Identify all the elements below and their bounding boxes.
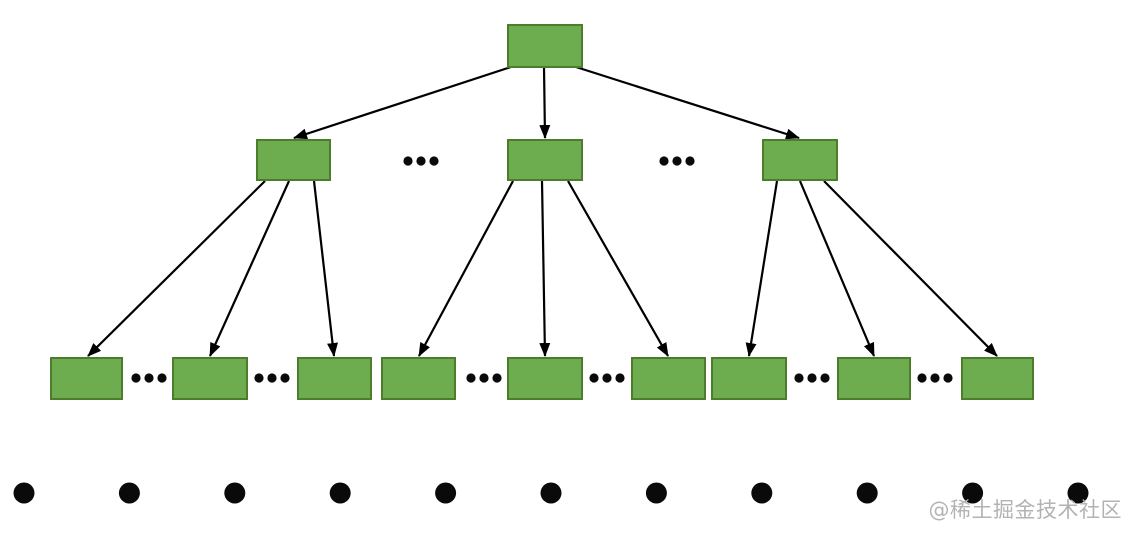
sibling-ellipsis-dot-6 xyxy=(602,373,612,383)
bottom-level-dot-7 xyxy=(645,482,667,504)
tree-node-internal-left xyxy=(256,139,331,181)
sibling-ellipsis-dot-4 xyxy=(254,373,264,383)
sibling-ellipsis-dot-2 xyxy=(659,156,669,166)
sibling-ellipsis-dot-6 xyxy=(615,373,625,383)
watermark: @稀土掘金技术社区 xyxy=(928,498,1122,522)
tree-node-internal-mid xyxy=(507,139,583,181)
sibling-ellipsis-dot-7 xyxy=(807,373,817,383)
nodes-layer xyxy=(50,24,1034,400)
tree-edge-2 xyxy=(539,66,551,139)
tree-edge-6 xyxy=(312,180,338,357)
bottom-level-dot-6 xyxy=(540,482,562,504)
edges-layer xyxy=(87,65,998,357)
sibling-ellipsis-dot-5 xyxy=(492,373,502,383)
tree-node-root xyxy=(507,24,583,68)
tree-edge-8 xyxy=(539,180,551,357)
bottom-level-dot-11 xyxy=(1067,482,1089,504)
tree-node-leaf-3 xyxy=(297,357,372,400)
sibling-ellipsis-dot-3 xyxy=(131,373,141,383)
tree-edge-4 xyxy=(87,180,266,357)
tree-edge-7 xyxy=(418,180,514,357)
bottom-level-dot-8 xyxy=(751,482,773,504)
bottom-level-dot-10 xyxy=(962,482,984,504)
bottom-level-dot-2 xyxy=(118,482,140,504)
sibling-ellipses-layer xyxy=(131,156,953,383)
sibling-ellipsis-dot-4 xyxy=(280,373,290,383)
tree-node-leaf-9 xyxy=(961,357,1034,400)
sibling-ellipsis-dot-8 xyxy=(930,373,940,383)
sibling-ellipsis-dot-1 xyxy=(403,156,413,166)
tree-edge-11 xyxy=(798,180,876,357)
tree-node-leaf-5 xyxy=(507,357,583,400)
tree-node-leaf-4 xyxy=(381,357,456,400)
sibling-ellipsis-dot-6 xyxy=(589,373,599,383)
sibling-ellipsis-dot-1 xyxy=(416,156,426,166)
tree-edge-10 xyxy=(745,180,779,357)
tree-node-leaf-7 xyxy=(711,357,787,400)
sibling-ellipsis-dot-3 xyxy=(157,373,167,383)
tree-edge-5 xyxy=(208,180,291,357)
tree-node-internal-right xyxy=(762,139,838,181)
tree-edge-12 xyxy=(823,180,998,357)
bottom-dots-layer xyxy=(13,482,1089,504)
bottom-level-dot-3 xyxy=(224,482,246,504)
sibling-ellipsis-dot-5 xyxy=(466,373,476,383)
tree-edge-9 xyxy=(567,180,669,357)
sibling-ellipsis-dot-7 xyxy=(794,373,804,383)
tree-node-leaf-6 xyxy=(631,357,706,400)
bottom-level-dot-4 xyxy=(329,482,351,504)
sibling-ellipsis-dot-4 xyxy=(267,373,277,383)
tree-node-leaf-2 xyxy=(172,357,248,400)
tree-node-leaf-1 xyxy=(50,357,123,400)
sibling-ellipsis-dot-7 xyxy=(820,373,830,383)
sibling-ellipsis-dot-8 xyxy=(943,373,953,383)
sibling-ellipsis-dot-8 xyxy=(917,373,927,383)
sibling-ellipsis-dot-1 xyxy=(429,156,439,166)
tree-edge-1 xyxy=(293,65,512,140)
bottom-level-dot-9 xyxy=(856,482,878,504)
sibling-ellipsis-dot-2 xyxy=(685,156,695,166)
sibling-ellipsis-dot-2 xyxy=(672,156,682,166)
sibling-ellipsis-dot-3 xyxy=(144,373,154,383)
bottom-level-dot-5 xyxy=(435,482,457,504)
sibling-ellipsis-dot-5 xyxy=(479,373,489,383)
bottom-level-dot-1 xyxy=(13,482,35,504)
tree-node-leaf-8 xyxy=(837,357,911,400)
tree-edge-3 xyxy=(575,65,800,140)
